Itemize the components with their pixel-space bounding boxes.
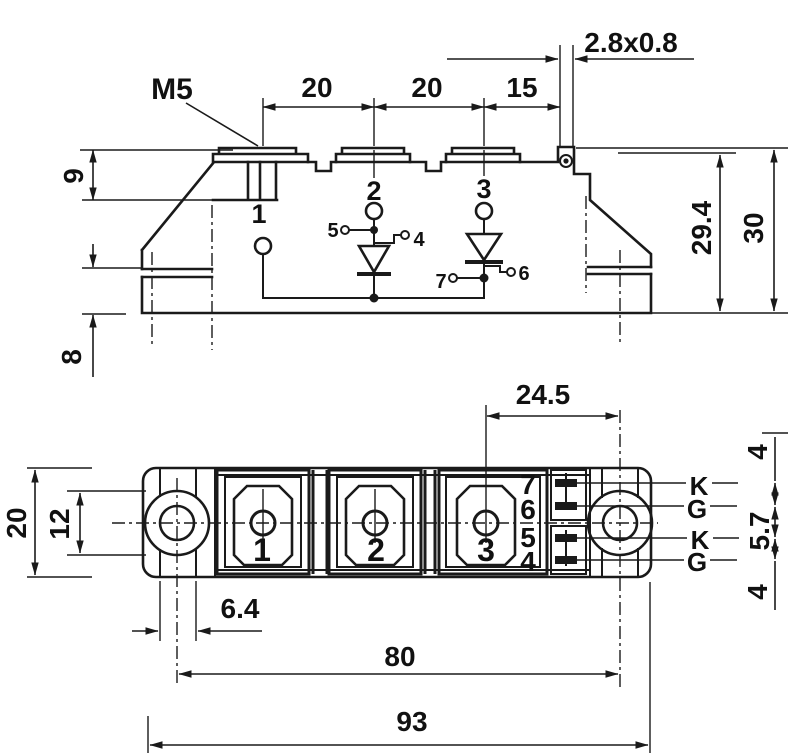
pin-5-label: 5 [520, 522, 536, 553]
dim-slot-height-label: 8 [56, 349, 87, 365]
dim-pad-to-hole-label: 24.5 [516, 379, 571, 410]
faston-tab [559, 154, 573, 168]
pad-3-label: 3 [477, 532, 495, 568]
pad-1-label: 1 [253, 532, 271, 568]
right-mount-hole-outer [586, 489, 654, 557]
bottom-view-dimensions [27, 412, 788, 753]
aux-7-node [448, 273, 458, 283]
pad-2-label: 2 [367, 532, 385, 568]
left-mount-hole-inner [158, 504, 196, 542]
dim-hole-diameter-label: 12 [44, 508, 75, 539]
bottom-view-centerlines [112, 410, 658, 690]
terminal-pads [215, 405, 549, 576]
gate-6-label: 6 [518, 263, 529, 285]
left-mount-hole-outer [143, 489, 211, 557]
pad-1-contact [232, 484, 294, 567]
internal-circuit-schematic [253, 201, 516, 303]
dim-terminal-height-label: 9 [58, 168, 89, 184]
pin-leader-lines [577, 482, 739, 561]
dim-pitch-right-label: 20 [411, 72, 442, 103]
dim-slot-width-label: 6.4 [221, 593, 260, 624]
terminal-1-node [253, 236, 273, 256]
top-view-dimensions [80, 45, 788, 377]
pin-6-label: 6 [520, 494, 536, 525]
dim-width-label: 20 [1, 507, 32, 538]
pad-3-contact [455, 484, 517, 567]
pin-g-bottom-label: G [687, 547, 707, 577]
pad-divider-ribs [311, 470, 437, 574]
dim-body-height-label: 29.4 [686, 200, 717, 255]
dim-overall-height-label: 30 [738, 212, 769, 243]
aux-7-label: 7 [435, 271, 446, 293]
dim-pin-gap-bottom-label: 4 [742, 584, 773, 600]
m5-leader-line [185, 102, 259, 147]
gate-6-node [506, 267, 516, 277]
pin-4-tab [555, 556, 577, 564]
pin-7-label: 7 [520, 469, 536, 500]
pad-3-frame [437, 468, 549, 576]
pad-2-contact [344, 484, 406, 567]
pad-2-frame [327, 468, 423, 576]
module-footprint-body [141, 466, 654, 579]
tab-size-label: 2.8x0.8 [584, 27, 677, 58]
left-mount-slot [159, 468, 197, 577]
dim-hole-pitch-label: 80 [384, 641, 415, 672]
dim-pin-gap-mid-label: 5.7 [744, 512, 775, 551]
gate-4-node [400, 230, 410, 240]
control-pins-strip [550, 469, 739, 575]
thyristor-3-symbol [464, 232, 504, 263]
terminal-3-label: 3 [476, 174, 491, 204]
pin-7-tab [555, 479, 577, 487]
pin-k-bottom-label: K [691, 525, 710, 555]
bottom-view: 24.5 20 12 6.4 80 93 4 5.7 4 1 2 3 7 6 5… [1, 379, 788, 753]
pin-g-top-label: G [687, 494, 707, 524]
m5-thread-label: M5 [151, 73, 193, 106]
pin-4-label: 4 [520, 546, 536, 577]
aux-5-label: 5 [327, 220, 338, 242]
dim-pitch-left-label: 20 [301, 72, 332, 103]
terminal-1-label: 1 [251, 199, 266, 229]
gate-4-label: 4 [413, 229, 425, 251]
terminal-2-label: 2 [366, 176, 381, 206]
pad-1-frame [215, 468, 311, 576]
thyristor-2-symbol [356, 244, 392, 275]
pin-5-tab [555, 534, 577, 542]
top-view: M5 20 20 15 2.8x0.8 9 8 29.4 30 1 2 3 5 … [56, 27, 788, 377]
module-profile-outline [140, 145, 653, 315]
dim-pin-gap-top-label: 4 [742, 444, 773, 460]
pin-k-top-label: K [690, 471, 709, 501]
pin-6-tab [555, 502, 577, 510]
dim-tab-offset-label: 15 [506, 72, 537, 103]
aux-5-node [340, 225, 350, 235]
terminal-2-node [364, 201, 384, 221]
terminal-3-node [474, 201, 494, 221]
dim-overall-length-label: 93 [396, 706, 427, 737]
